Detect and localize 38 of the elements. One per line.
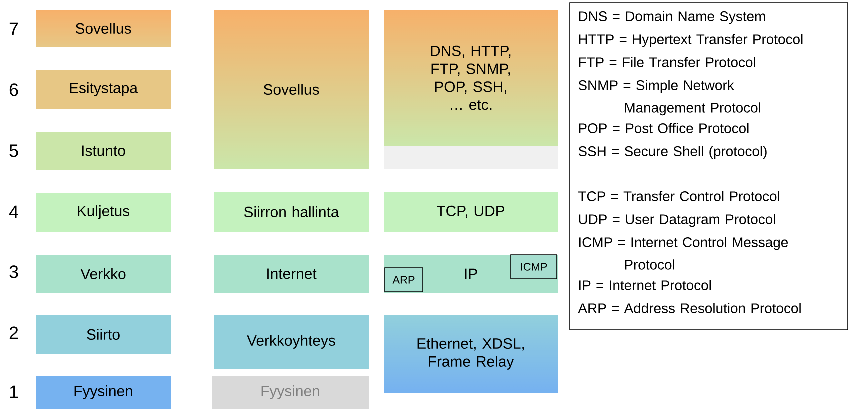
layer-label: Siirron hallinta (244, 206, 340, 218)
glossary-entry: TCP = Transfer Control Protocol (578, 191, 780, 202)
layer-label: Kuljetus (78, 206, 130, 220)
layer-number: 1 (10, 386, 18, 398)
glossary-entry: ARP = Address Resolution Protocol (578, 303, 801, 314)
layer-label: Fyysinen (74, 386, 132, 400)
layer-number: 7 (10, 22, 18, 36)
glossary-entry: FTP = File Transfer Protocol (579, 57, 756, 68)
glossary-entry: POP = Post Office Protocol (579, 123, 749, 134)
glossary-entry: HTTP = Hypertext Transfer Protocol (579, 34, 803, 48)
glossary-box (570, 2, 848, 330)
glossary-entry: IP = Internet Protocol (579, 280, 711, 290)
glossary-entry: SSH = Secure Shell (protocol) (578, 146, 767, 160)
layer-number: 2 (10, 326, 18, 340)
layer-number: 3 (10, 266, 18, 278)
layer-label: Esitystapa (70, 82, 138, 96)
protocol-tag: ICMP (510, 254, 558, 280)
glossary-entry: UDP = User Datagram Protocol (579, 214, 776, 228)
protocol-tag: ARP (384, 268, 424, 292)
layer-label: Fyysinen (262, 386, 320, 400)
layer-label: Siirto (87, 329, 120, 340)
layer-label: TCP, UDP (437, 206, 505, 218)
layer-number: 4 (9, 206, 18, 218)
glossary-entry: SNMP = Simple Network Management Protocol (578, 80, 760, 116)
empty-box (384, 146, 558, 170)
layer-label: Verkkoyhteys (247, 335, 336, 349)
glossary-entry: ICMP = Internet Control Message Protocol (579, 237, 788, 270)
layer-label: Sovellus (264, 84, 320, 95)
layer-label: IP (465, 268, 478, 280)
layer-label: Internet (268, 268, 317, 280)
layer-label: Ethernet, XDSL, Frame Relay (418, 338, 524, 370)
layer-number: 5 (10, 144, 18, 158)
layer-label: Verkko (80, 268, 126, 280)
layer-label: DNS, HTTP, FTP, SNMP, POP, SSH, … etc. (431, 46, 511, 110)
layer-label: Sovellus (76, 23, 132, 34)
glossary-entry: DNS = Domain Name System (579, 11, 766, 24)
layer-label: Istunto (82, 146, 126, 156)
layer-number: 6 (10, 84, 18, 96)
